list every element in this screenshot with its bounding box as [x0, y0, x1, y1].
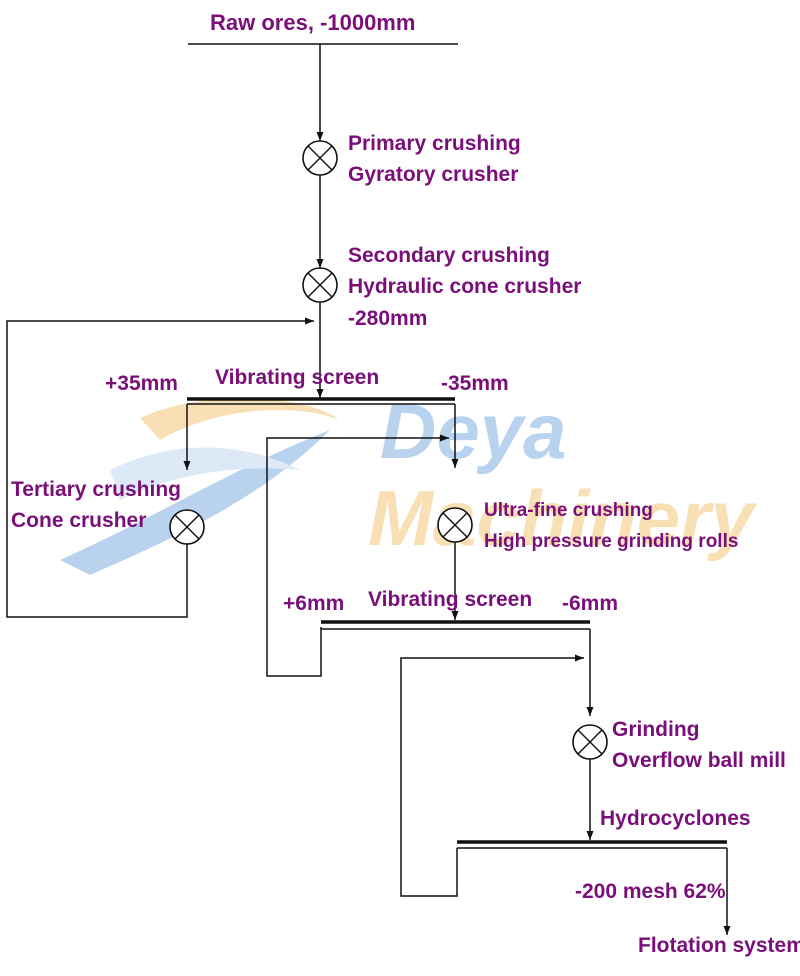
grinding-equipment: Overflow ball mill — [612, 749, 786, 772]
primary-title: Primary crushing — [348, 132, 521, 155]
screen2-oversize: +6mm — [283, 592, 344, 615]
watermark-logo-swoosh-gold — [140, 397, 340, 440]
screen1-label: Vibrating screen — [215, 366, 379, 389]
screen2-undersize: -6mm — [562, 592, 618, 615]
watermark-line1: Deya — [380, 387, 566, 475]
product-size-label: -200 mesh 62% — [575, 880, 726, 903]
flow-screen2-oversize-return-loop — [266, 434, 449, 677]
primary-crusher-node — [302, 140, 338, 176]
primary-equipment: Gyratory crusher — [348, 163, 518, 186]
screen1-undersize: -35mm — [441, 372, 509, 395]
tertiary-crusher-node — [169, 509, 205, 545]
ultrafine-equipment: High pressure grinding rolls — [484, 531, 738, 552]
ultrafine-title: Ultra-fine crushing — [484, 500, 653, 521]
flotation-label: Flotation system — [638, 934, 800, 957]
secondary-size: -280mm — [348, 307, 427, 330]
feed-label: Raw ores, -1000mm — [210, 10, 415, 35]
grinding-mill-node — [572, 724, 608, 760]
ultrafine-crusher-node — [437, 507, 473, 543]
watermark: Deya Machinery — [60, 387, 757, 575]
secondary-crusher-node — [302, 267, 338, 303]
tertiary-title: Tertiary crushing — [11, 478, 181, 501]
secondary-equipment: Hydraulic cone crusher — [348, 275, 581, 298]
watermark-line2: Machinery — [368, 474, 757, 562]
watermark-logo-swoosh-blue-2 — [110, 447, 300, 500]
flow-tertiary-return-loop — [6, 317, 314, 618]
screen2-label: Vibrating screen — [368, 588, 532, 611]
flow-hydrocyclone-return-loop — [400, 654, 584, 897]
screen1-oversize: +35mm — [105, 372, 178, 395]
tertiary-equipment: Cone crusher — [11, 509, 146, 532]
hydrocyclones-label: Hydrocyclones — [600, 807, 751, 830]
grinding-title: Grinding — [612, 718, 700, 741]
secondary-title: Secondary crushing — [348, 244, 550, 267]
